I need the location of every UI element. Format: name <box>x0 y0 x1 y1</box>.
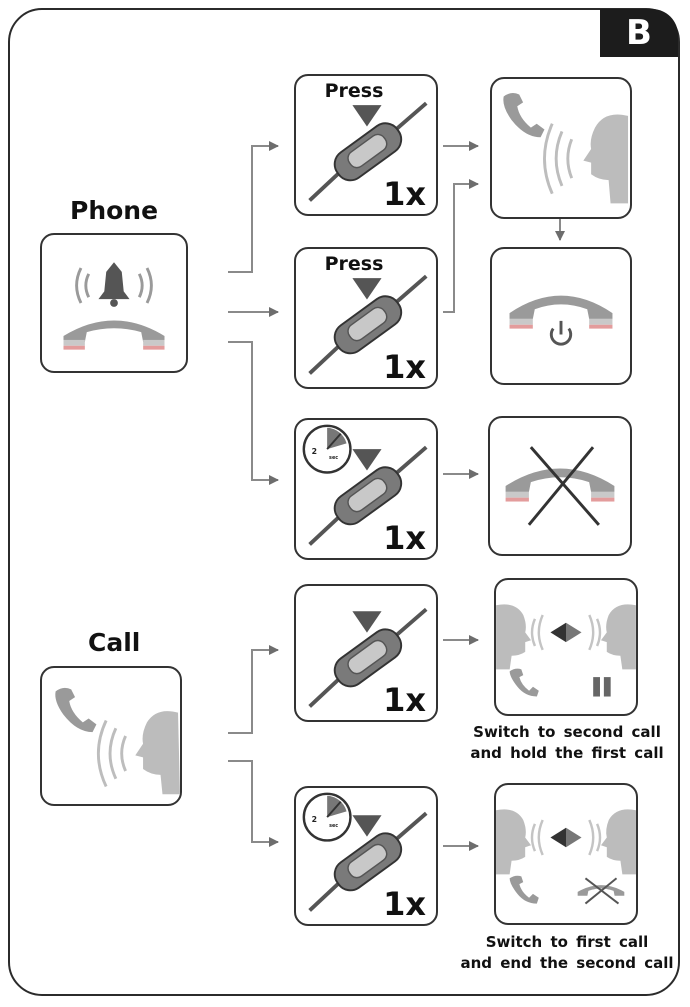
press-once-switch-box: 1x <box>294 584 438 722</box>
press-once-answer-box: Press 1x <box>294 74 438 216</box>
diagram-frame <box>8 8 680 996</box>
caption-line-1: Switch to first call <box>485 933 649 951</box>
timer-number: 2 <box>312 447 317 456</box>
hold-switch-end-box: 2 sec 1x <box>294 786 438 926</box>
ringing-phone-icon <box>63 262 165 350</box>
active-call-box <box>40 666 182 806</box>
answered-call-box <box>490 77 632 219</box>
press-once-hangup-box: Press 1x <box>294 247 438 389</box>
switch-hold-caption: Switch to second call and hold the first… <box>452 722 682 764</box>
press-label: Press <box>324 253 384 275</box>
rejected-call-box <box>488 416 632 556</box>
reject-call-icon <box>505 446 615 526</box>
caption-line-2: and end the second call <box>460 954 674 972</box>
press-count: 1x <box>383 885 426 923</box>
timer-number: 2 <box>312 815 317 824</box>
inline-remote-button-icon <box>308 811 428 912</box>
caption-line-2: and hold the first call <box>470 744 664 762</box>
switch-calls-icon <box>496 604 636 697</box>
connector-call-hold <box>228 760 279 847</box>
timer-unit: sec <box>329 455 338 461</box>
ringing-phone-box <box>40 233 188 373</box>
reject-call-icon <box>577 877 625 905</box>
press-count: 1x <box>383 175 426 213</box>
inline-remote-button-icon <box>308 445 428 546</box>
connector-phone-press-answer <box>228 141 279 273</box>
inline-remote-button-icon <box>308 101 428 202</box>
caption-line-1: Switch to second call <box>473 723 661 741</box>
timer-2-sec-icon: 2 sec <box>302 424 352 474</box>
talking-person-icon <box>503 92 629 204</box>
timer-unit: sec <box>329 823 338 829</box>
talking-person-icon <box>55 687 180 795</box>
phone-section-label: Phone <box>70 196 159 225</box>
hang-up-icon <box>509 295 613 346</box>
connector-phone-hold-reject <box>228 341 279 485</box>
section-badge: B <box>600 9 678 57</box>
press-count: 1x <box>383 519 426 557</box>
press-count: 1x <box>383 681 426 719</box>
connector-second-to-talk <box>443 179 479 313</box>
press-count: 1x <box>383 348 426 386</box>
hold-icon <box>593 677 611 697</box>
switch-end-box <box>494 783 638 925</box>
inline-remote-button-icon <box>308 607 428 708</box>
switch-end-caption: Switch to first call and end the second … <box>452 932 682 974</box>
call-section-label: Call <box>88 628 141 657</box>
switch-calls-icon <box>496 809 636 904</box>
connector-call-press <box>228 645 279 734</box>
press-label: Press <box>324 80 384 102</box>
switch-hold-box <box>494 578 638 716</box>
hang-up-box <box>490 247 632 385</box>
timer-2-sec-icon: 2 sec <box>302 792 352 842</box>
inline-remote-button-icon <box>308 274 428 375</box>
hold-reject-box: 2 sec 1x <box>294 418 438 560</box>
